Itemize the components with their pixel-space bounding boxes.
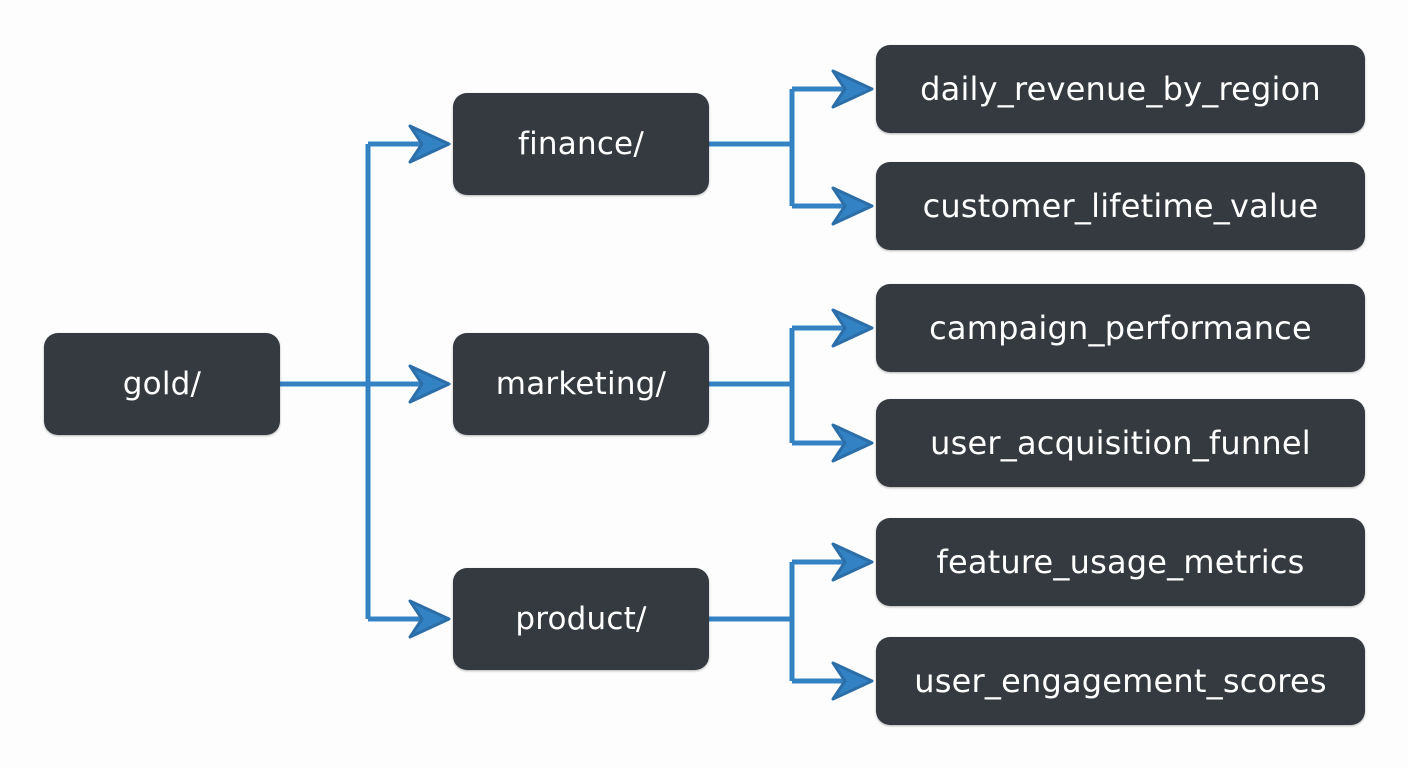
node-marketing[interactable]: marketing/ bbox=[453, 333, 709, 435]
node-feature-usage-metrics-label: feature_usage_metrics bbox=[936, 543, 1305, 581]
node-finance-label: finance/ bbox=[518, 125, 644, 162]
node-campaign-performance-label: campaign_performance bbox=[929, 309, 1312, 347]
node-finance[interactable]: finance/ bbox=[453, 93, 709, 195]
node-campaign-performance[interactable]: campaign_performance bbox=[876, 284, 1365, 372]
node-user-engagement-scores[interactable]: user_engagement_scores bbox=[876, 637, 1365, 725]
node-customer-lifetime-value[interactable]: customer_lifetime_value bbox=[876, 162, 1365, 250]
node-daily-revenue-by-region[interactable]: daily_revenue_by_region bbox=[876, 45, 1365, 133]
node-marketing-label: marketing/ bbox=[495, 365, 667, 402]
node-user-acquisition-funnel[interactable]: user_acquisition_funnel bbox=[876, 399, 1365, 487]
node-gold[interactable]: gold/ bbox=[44, 333, 280, 435]
node-gold-label: gold/ bbox=[122, 365, 202, 402]
node-feature-usage-metrics[interactable]: feature_usage_metrics bbox=[876, 518, 1365, 606]
node-customer-lifetime-value-label: customer_lifetime_value bbox=[922, 187, 1319, 225]
node-product[interactable]: product/ bbox=[453, 568, 709, 670]
node-user-engagement-scores-label: user_engagement_scores bbox=[914, 662, 1327, 700]
node-daily-revenue-by-region-label: daily_revenue_by_region bbox=[920, 70, 1321, 108]
node-product-label: product/ bbox=[515, 600, 647, 637]
node-user-acquisition-funnel-label: user_acquisition_funnel bbox=[930, 424, 1311, 462]
